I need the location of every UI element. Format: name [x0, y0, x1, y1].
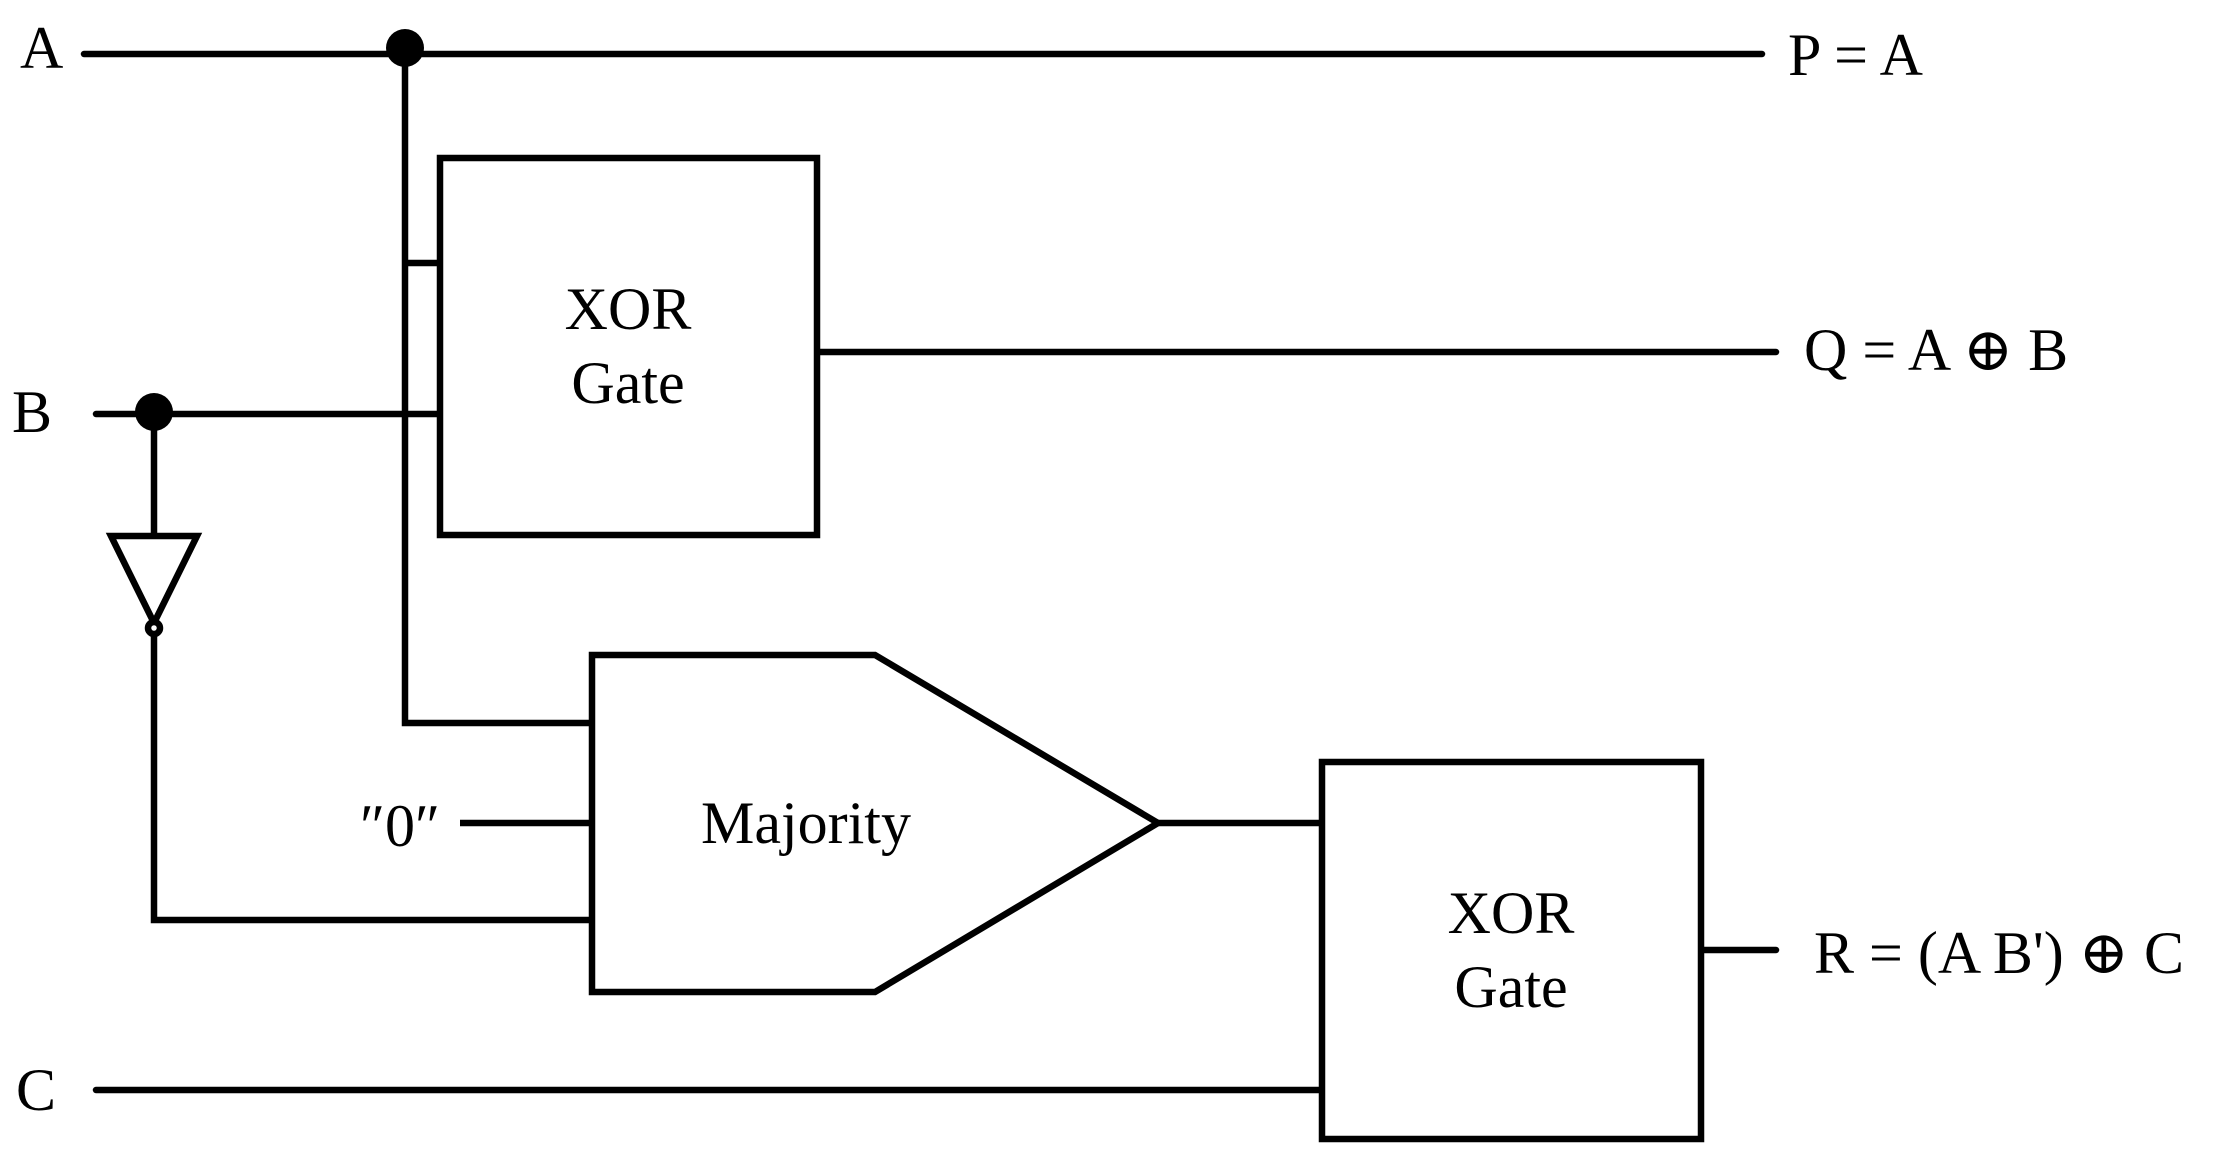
junction-dot-a	[386, 29, 424, 67]
input-label-b: B	[12, 379, 52, 445]
output-label-q: Q = A ⊕ B	[1804, 317, 2068, 383]
input-label-a: A	[20, 15, 63, 81]
junction-dot-b	[135, 393, 173, 431]
output-label-r: R = (A B') ⊕ C	[1814, 920, 2184, 986]
wire-a-branch	[401, 54, 592, 727]
input-label-c: C	[16, 1057, 56, 1123]
xor-gate-bottom-label-line2: Gate	[1454, 954, 1567, 1020]
input-label-zero: ″0″	[360, 793, 440, 859]
majority-gate	[588, 651, 1165, 996]
output-label-p: P = A	[1788, 22, 1923, 88]
inverter-gate	[105, 532, 203, 631]
xor-gate-top	[436, 154, 821, 539]
xor-gate-top-label-line2: Gate	[571, 350, 684, 416]
xor-gate-bottom	[1318, 758, 1705, 1143]
xor-gate-bottom-label-line1: XOR	[1448, 880, 1575, 946]
xor-gate-top-label-line1: XOR	[565, 276, 692, 342]
inverter-bubble	[144, 618, 164, 638]
majority-gate-label: Majority	[701, 790, 911, 856]
wire-inverter-to-majority	[150, 633, 592, 924]
